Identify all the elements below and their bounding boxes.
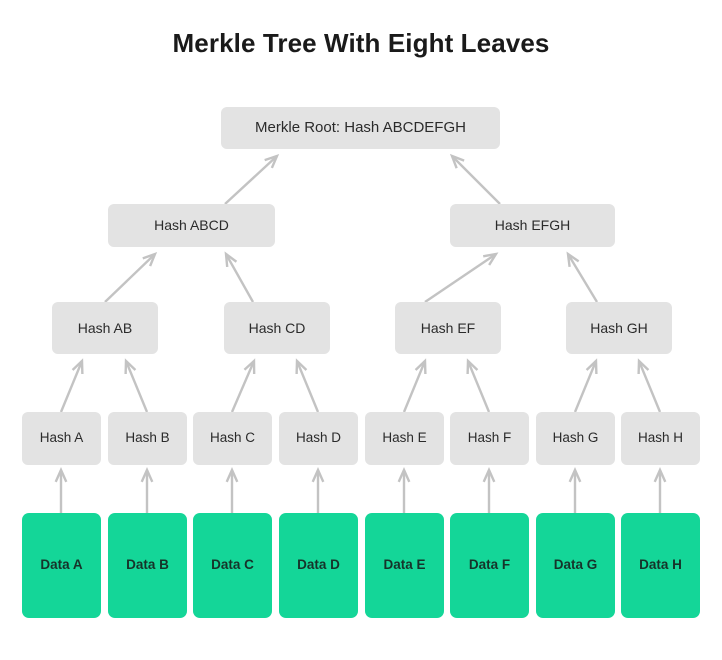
edge-branch-to-branch-head: [482, 252, 499, 266]
edge-branch-to-branch-shaft: [224, 253, 255, 303]
edge-data-to-hash-head: [482, 467, 496, 483]
leaf-hash-node-hash-g[interactable]: Hash G: [536, 412, 615, 465]
edge-hash-to-branch-head: [71, 358, 84, 375]
merkle-root-node[interactable]: Merkle Root: Hash ABCDEFGH: [221, 107, 500, 149]
branch-node-hash-abcd[interactable]: Hash ABCD: [108, 204, 275, 247]
leaf-hash-node-hash-f[interactable]: Hash F: [450, 412, 529, 465]
branch-node-hash-gh[interactable]: Hash GH: [566, 302, 672, 354]
edge-branch-to-branch-head: [566, 251, 580, 268]
edge-data-to-hash-head: [653, 467, 667, 483]
data-block-data-d[interactable]: Data D: [279, 513, 358, 618]
branch-node-hash-efgh[interactable]: Hash EFGH: [450, 204, 615, 247]
edge-branch-to-root-head: [264, 154, 280, 169]
edge-hash-to-branch-shaft: [402, 360, 427, 413]
data-block-data-h[interactable]: Data H: [621, 513, 700, 618]
edge-hash-to-branch-head: [585, 358, 598, 375]
edge-data-to-hash-head: [54, 467, 68, 483]
edge-data-to-hash-head: [225, 467, 239, 483]
edge-hash-to-branch-head: [124, 358, 137, 375]
edge-branch-to-branch-shaft: [424, 253, 497, 303]
leaf-hash-node-hash-b[interactable]: Hash B: [108, 412, 187, 465]
edge-branch-to-branch-shaft: [566, 253, 599, 303]
edge-branch-to-branch-head: [224, 251, 238, 268]
leaf-hash-node-hash-a[interactable]: Hash A: [22, 412, 101, 465]
edge-data-to-hash-head: [568, 467, 582, 483]
page-title: Merkle Tree With Eight Leaves: [172, 28, 550, 58]
leaf-hash-node-hash-e[interactable]: Hash E: [365, 412, 444, 465]
edge-hash-to-branch-shaft: [637, 360, 662, 413]
edge-hash-to-branch-head: [414, 358, 427, 375]
leaf-hash-node-hash-d[interactable]: Hash D: [279, 412, 358, 465]
edge-hash-to-branch-shaft: [230, 360, 256, 413]
data-block-data-f[interactable]: Data F: [450, 513, 529, 618]
edge-data-to-hash-head: [397, 467, 411, 483]
edge-hash-to-branch-head: [243, 358, 256, 375]
edge-hash-to-branch-shaft: [573, 360, 598, 413]
branch-node-hash-ef[interactable]: Hash EF: [395, 302, 501, 354]
edge-data-to-hash-head: [311, 467, 325, 483]
data-block-data-b[interactable]: Data B: [108, 513, 187, 618]
branch-node-hash-ab[interactable]: Hash AB: [52, 302, 158, 354]
edge-branch-to-root-head: [449, 153, 465, 169]
edge-branch-to-root-shaft: [451, 155, 501, 205]
edge-hash-to-branch-head: [466, 358, 479, 375]
edge-hash-to-branch-head: [295, 358, 308, 375]
data-block-data-e[interactable]: Data E: [365, 513, 444, 618]
edge-branch-to-branch-head: [142, 251, 158, 267]
data-block-data-g[interactable]: Data G: [536, 513, 615, 618]
edge-data-to-hash-head: [140, 467, 154, 483]
edge-hash-to-branch-shaft: [295, 360, 320, 413]
leaf-hash-node-hash-c[interactable]: Hash C: [193, 412, 272, 465]
edge-hash-to-branch-shaft: [59, 360, 84, 413]
edge-hash-to-branch-shaft: [124, 360, 149, 413]
branch-node-hash-cd[interactable]: Hash CD: [224, 302, 330, 354]
edge-hash-to-branch-head: [637, 358, 650, 375]
edge-hash-to-branch-shaft: [466, 360, 491, 413]
edge-branch-to-branch-shaft: [104, 253, 156, 303]
data-block-data-a[interactable]: Data A: [22, 513, 101, 618]
leaf-hash-node-hash-h[interactable]: Hash H: [621, 412, 700, 465]
edge-branch-to-root-shaft: [224, 155, 278, 205]
data-block-data-c[interactable]: Data C: [193, 513, 272, 618]
